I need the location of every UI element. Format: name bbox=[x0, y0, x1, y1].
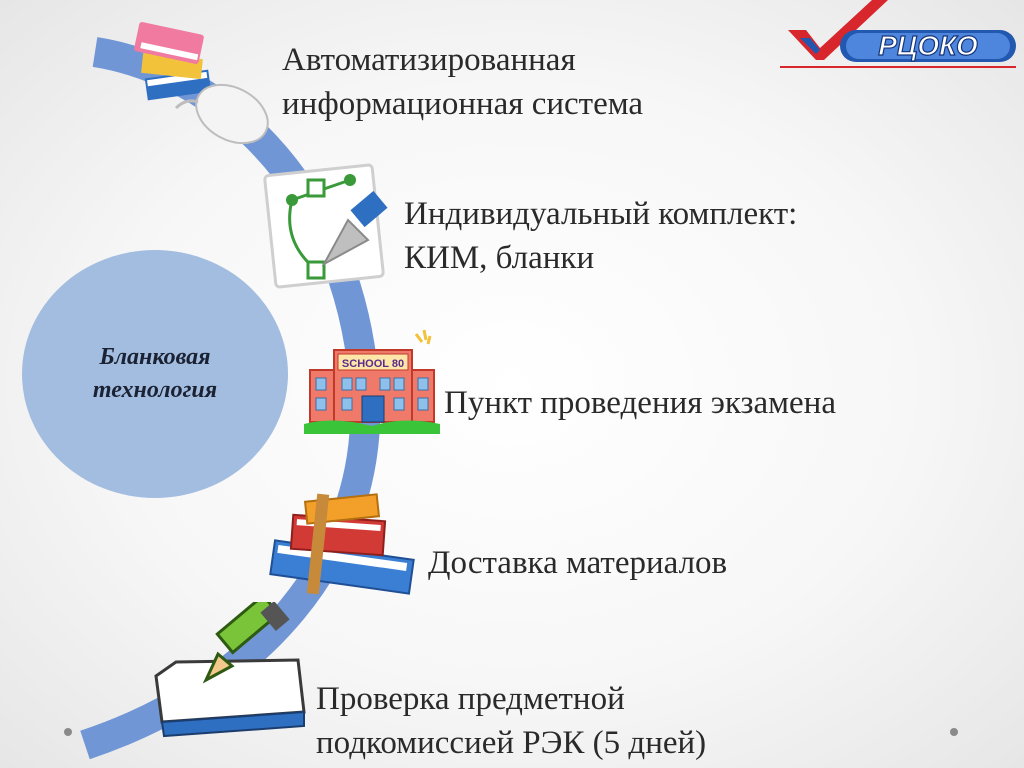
item-text-kit: Индивидуальный комплект: КИМ, бланки bbox=[404, 196, 798, 276]
decor-dot-right bbox=[950, 728, 958, 736]
logo-text: РЦОКО bbox=[878, 30, 978, 61]
books-and-mouse-icon bbox=[134, 22, 269, 144]
center-label: Бланковая технология bbox=[92, 344, 218, 403]
pencil-on-notepad-icon bbox=[154, 602, 306, 738]
school-sign: SCHOOL 80 bbox=[342, 358, 404, 370]
decor-dot-left bbox=[64, 728, 72, 736]
rcoko-logo: РЦОКО bbox=[780, 0, 1016, 68]
book-stack-icon bbox=[269, 493, 415, 595]
center-circle: Бланковая технология bbox=[22, 250, 288, 498]
item-text-ais: Автоматизированная информационная систем… bbox=[282, 42, 644, 122]
item-text-exam-point: Пункт проведения экзамена bbox=[444, 385, 836, 421]
item-text-check: Проверка предметной подкомиссией РЭК (5 … bbox=[316, 681, 707, 761]
school-building-icon: SCHOOL 80 bbox=[304, 329, 440, 434]
item-text-delivery: Доставка материалов bbox=[428, 545, 728, 581]
vector-pen-tool-icon bbox=[263, 163, 388, 289]
